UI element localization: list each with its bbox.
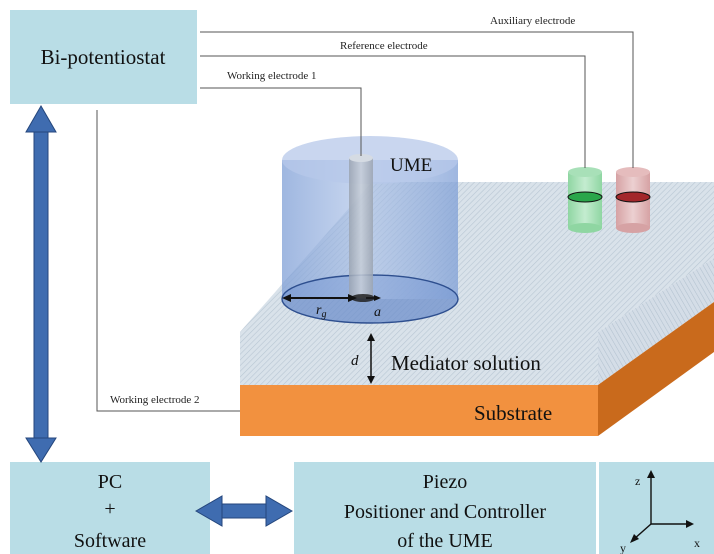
- auxiliary-electrode-top: [616, 167, 650, 177]
- wire-label-auxiliary: Auxiliary electrode: [490, 15, 575, 27]
- bipotentiostat-box: [10, 10, 197, 104]
- piezo-label-line2: Positioner and Controller: [344, 501, 547, 523]
- horizontal-link-head-left: [194, 495, 223, 527]
- a-label: a: [374, 305, 381, 320]
- mediator-front-face: [240, 332, 598, 385]
- z-axis-label: z: [635, 474, 640, 488]
- rg-arrowhead-right: [348, 294, 357, 302]
- ume-label: UME: [390, 155, 432, 176]
- rg-label: rg: [316, 303, 326, 320]
- d-arrowhead-top: [367, 333, 375, 341]
- wire-working2: [96, 110, 240, 412]
- substrate-front-face: [240, 385, 598, 436]
- vertical-link-head-bottom: [25, 437, 57, 463]
- reference-electrode-bottom: [568, 223, 602, 233]
- reference-electrode-top: [568, 167, 602, 177]
- x-axis-label: x: [694, 536, 700, 550]
- x-axis-head: [686, 520, 694, 528]
- wire-label-working1: Working electrode 1: [227, 70, 317, 82]
- horizontal-link-shaft: [215, 503, 273, 519]
- pc-label-line1: PC: [98, 471, 122, 493]
- axes-box: [599, 462, 714, 554]
- vertical-link-shaft: [33, 127, 49, 444]
- piezo-label-line3: of the UME: [397, 530, 493, 552]
- wire-label-working2: Working electrode 2: [110, 394, 200, 406]
- pc-label-line3: Software: [74, 530, 146, 552]
- reference-electrode-band: [567, 191, 603, 203]
- mediator-side-face: [598, 258, 714, 385]
- rg-label-base: r: [316, 303, 322, 318]
- y-axis-head: [630, 534, 639, 543]
- z-axis-head: [647, 470, 655, 478]
- d-label: d: [351, 353, 359, 369]
- y-axis-label: y: [620, 541, 626, 554]
- bipotentiostat-label: Bi-potentiostat: [41, 45, 166, 69]
- substrate-side-face: [598, 302, 714, 436]
- substrate-label: Substrate: [474, 401, 552, 425]
- auxiliary-electrode-bottom: [616, 223, 650, 233]
- d-arrowhead-bottom: [367, 376, 375, 384]
- piezo-box: [294, 462, 596, 554]
- wire-working1: [200, 87, 362, 156]
- ume-wire-rod: [349, 158, 373, 298]
- ume-wire-tip: [351, 294, 375, 302]
- pc-label-line2: +: [104, 498, 115, 520]
- wire-reference: [200, 55, 586, 168]
- auxiliary-electrode-band: [615, 191, 651, 203]
- rg-label-sub: g: [321, 309, 326, 320]
- pc-box: [10, 462, 210, 554]
- ume-wire-top: [349, 154, 373, 162]
- a-arrowhead: [374, 295, 381, 301]
- mediator-label: Mediator solution: [391, 351, 541, 375]
- horizontal-link-head-right: [265, 495, 294, 527]
- vertical-link-head-top: [25, 104, 57, 133]
- piezo-label-line1: Piezo: [423, 471, 467, 493]
- wire-label-reference: Reference electrode: [340, 40, 428, 52]
- wire-auxiliary: [200, 31, 634, 168]
- rg-arrowhead-left: [282, 294, 291, 302]
